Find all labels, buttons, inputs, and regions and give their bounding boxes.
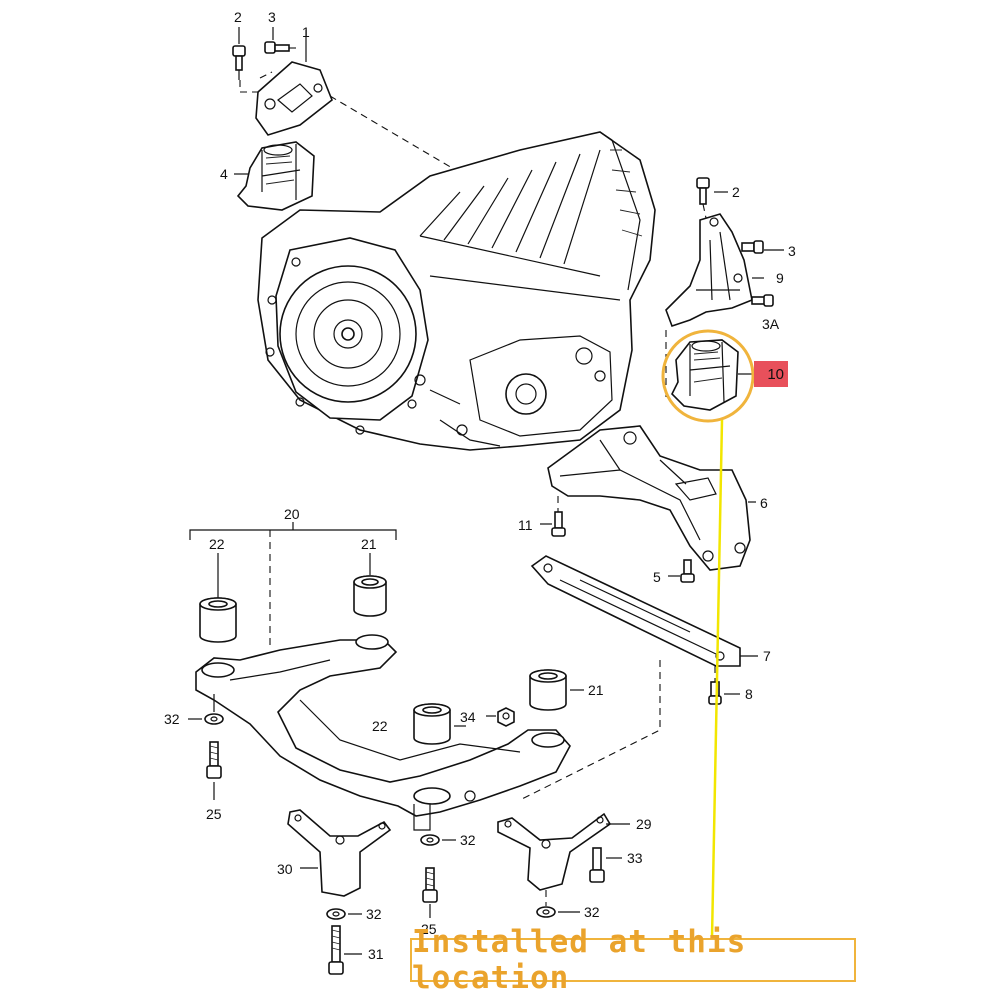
label-22-top: 22 <box>209 536 225 552</box>
bolt-33 <box>589 847 605 883</box>
nut-34 <box>497 707 515 727</box>
label-22-center: 22 <box>372 718 388 734</box>
bolt-31 <box>328 925 344 975</box>
label-8: 8 <box>745 686 753 702</box>
label-4: 4 <box>220 166 228 182</box>
subframe <box>195 634 571 831</box>
mount-4 <box>236 141 315 211</box>
bolt-25-left <box>206 694 222 779</box>
label-7: 7 <box>763 648 771 664</box>
label-1: 1 <box>302 24 310 40</box>
washer-32-c <box>536 906 556 918</box>
bolt-3-left <box>264 41 300 54</box>
label-29: 29 <box>636 816 652 832</box>
pointer-line <box>710 419 724 939</box>
bushing-22-center <box>413 703 451 745</box>
bolt-3a <box>751 294 774 307</box>
bracket-30 <box>287 809 392 897</box>
caption-text: Installed at this location <box>412 924 747 996</box>
transmission-bracket-left <box>232 41 333 211</box>
bracket-9 <box>665 213 753 328</box>
label-32-left: 32 <box>164 711 180 727</box>
bolt-2-left <box>232 45 246 80</box>
leader-lines <box>188 27 784 955</box>
bushing-22-top <box>199 553 237 643</box>
bolt-5 <box>680 559 695 583</box>
label-20: 20 <box>284 506 300 522</box>
bracket-1 <box>255 61 333 136</box>
label-25-left: 25 <box>206 806 222 822</box>
crossmember-6 <box>547 425 751 571</box>
bushing-21-right <box>529 669 567 711</box>
bolt-11 <box>551 496 566 537</box>
label-34: 34 <box>460 709 476 725</box>
label-10: 10 <box>767 365 784 383</box>
mount-bracket-right <box>665 177 774 411</box>
label-32-center: 32 <box>460 832 476 848</box>
brace-7 <box>530 555 741 667</box>
label-3-right: 3 <box>788 243 796 259</box>
label-5: 5 <box>653 569 661 585</box>
label-25-center: 25 <box>421 921 437 937</box>
bolt-2-right <box>696 177 710 219</box>
bolt-25-center <box>422 867 438 903</box>
label-9: 9 <box>776 270 784 286</box>
label-11: 11 <box>518 517 533 533</box>
bolt-8 <box>708 666 722 705</box>
label-30: 30 <box>277 861 293 877</box>
label-2-right: 2 <box>732 184 740 200</box>
label-3-top-left: 3 <box>268 9 276 25</box>
part-labels: 2 3 1 4 2 3 9 3A 6 11 5 7 8 20 22 21 21 … <box>164 9 796 962</box>
bracket-29 <box>497 812 612 891</box>
label-33: 33 <box>627 850 643 866</box>
washer-32-left <box>204 713 224 725</box>
bushing-21-top <box>353 553 387 617</box>
label-3a: 3A <box>762 316 780 332</box>
washer-32-a <box>420 834 440 846</box>
label-6: 6 <box>760 495 768 511</box>
label-31: 31 <box>368 946 384 962</box>
label-32-lower-left: 32 <box>366 906 382 922</box>
bolt-3-right <box>741 240 764 254</box>
highlight-circle <box>661 329 755 423</box>
highlighted-part-label: 10 <box>754 361 788 387</box>
label-2-top-left: 2 <box>234 9 242 25</box>
transmission-housing <box>257 131 656 451</box>
washer-32-b <box>326 908 346 920</box>
mount-10 <box>671 339 739 411</box>
label-21-right: 21 <box>588 682 604 698</box>
label-21-top: 21 <box>361 536 377 552</box>
label-32-lower-right: 32 <box>584 904 600 920</box>
installed-location-caption: Installed at this location <box>410 924 856 996</box>
callout-overlay <box>661 329 755 939</box>
